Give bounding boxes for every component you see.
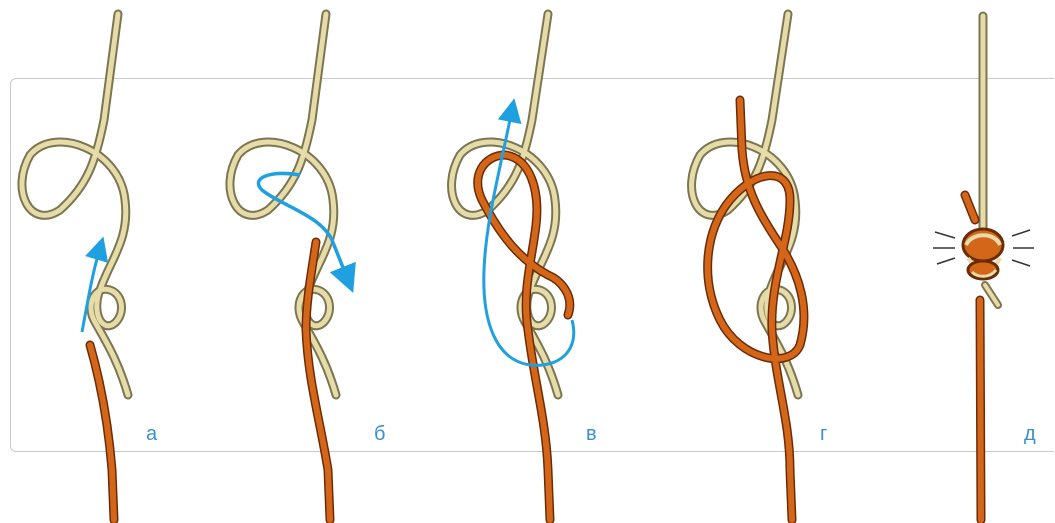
step-a-knot	[22, 14, 128, 520]
step-v-knot	[452, 14, 574, 520]
step-label-b: б	[374, 424, 385, 444]
step-label-a: а	[146, 424, 157, 444]
step-b-knot	[230, 14, 348, 520]
step-label-g: г	[820, 424, 827, 444]
step-label-d: д	[1024, 424, 1036, 444]
step-d-knot	[933, 16, 1034, 520]
step-g-knot	[692, 14, 804, 520]
step-label-v: в	[586, 424, 597, 444]
